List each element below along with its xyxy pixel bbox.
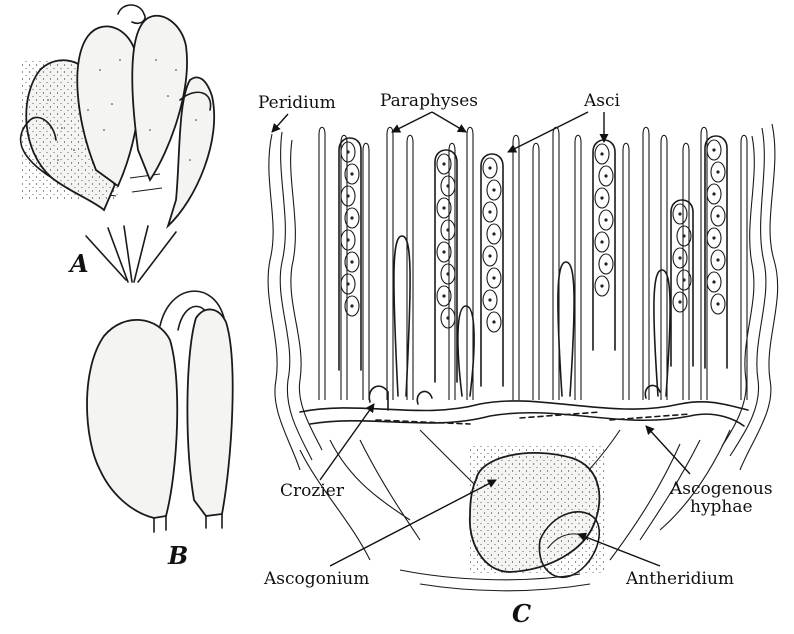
- ascospore-nucleus: [492, 232, 495, 235]
- pointer-peridium: [272, 114, 288, 132]
- paraphysis: [701, 127, 707, 400]
- ascospore-nucleus: [604, 218, 607, 221]
- ascospore-nucleus: [488, 166, 491, 169]
- paraphysis: [533, 143, 539, 400]
- ascospore-nucleus: [716, 302, 719, 305]
- label-antheridium: Antheridium: [625, 569, 734, 589]
- pointer-asci-left: [508, 112, 588, 152]
- ascus: [481, 154, 503, 386]
- ascospore-nucleus: [600, 284, 603, 287]
- panel-label-c: C: [512, 599, 531, 628]
- ascospore-nucleus: [600, 240, 603, 243]
- swollen-paraphysis: [654, 270, 670, 396]
- ascospore-nucleus: [346, 150, 349, 153]
- ascospore-nucleus: [682, 278, 685, 281]
- ascospore-nucleus: [600, 152, 603, 155]
- ascospore-nucleus: [346, 238, 349, 241]
- paraphyses-group: [319, 127, 747, 400]
- ascospore-nucleus: [712, 280, 715, 283]
- ascospore-nucleus: [442, 294, 445, 297]
- panel-a-drawing: A: [20, 5, 214, 282]
- paraphysis: [643, 127, 649, 400]
- pointer-ascogenous: [646, 426, 690, 474]
- paraphysis: [363, 143, 369, 400]
- ascospore-nucleus: [446, 228, 449, 231]
- label-paraphyses: Paraphyses: [380, 91, 478, 111]
- ascospore-nucleus: [492, 188, 495, 191]
- ascospore-nucleus: [716, 170, 719, 173]
- ascospore-nucleus: [678, 256, 681, 259]
- ascospore-nucleus: [350, 172, 353, 175]
- label-ascogenous-1: Ascogenous: [669, 479, 773, 499]
- ascospore-nucleus: [346, 282, 349, 285]
- panel-label-a: A: [68, 249, 89, 278]
- ascospore-nucleus: [716, 258, 719, 261]
- paraphysis: [513, 135, 519, 400]
- swollen-paraphysis: [558, 262, 574, 396]
- ascospore-nucleus: [712, 236, 715, 239]
- paraphysis: [553, 127, 559, 400]
- paraphysis: [319, 127, 325, 400]
- swollen-paraphysis: [458, 306, 474, 396]
- ascus: [671, 200, 693, 366]
- label-asci: Asci: [583, 91, 621, 111]
- paraphysis: [387, 127, 393, 400]
- ascospore-nucleus: [442, 162, 445, 165]
- ascospore-nucleus: [712, 192, 715, 195]
- label-ascogenous-2: hyphae: [690, 497, 753, 517]
- ascospore-nucleus: [716, 214, 719, 217]
- ascospore-nucleus: [346, 194, 349, 197]
- ascospore-nucleus: [350, 260, 353, 263]
- pointer-crozier: [320, 404, 374, 480]
- ascus: [435, 150, 457, 382]
- swollen-paraphysis: [394, 236, 410, 396]
- ascospore-nucleus: [442, 206, 445, 209]
- ascus: [705, 136, 727, 368]
- pointer-paraphyses-right: [432, 112, 466, 132]
- ascospore-nucleus: [600, 196, 603, 199]
- ascospore-nucleus: [446, 272, 449, 275]
- pointer-paraphyses-left: [392, 112, 432, 132]
- ascospore-nucleus: [604, 174, 607, 177]
- ascospore-nucleus: [678, 212, 681, 215]
- label-peridium: Peridium: [258, 93, 336, 113]
- ascospore-nucleus: [492, 320, 495, 323]
- ascospore-nucleus: [446, 316, 449, 319]
- ascospore-nucleus: [682, 234, 685, 237]
- ascospore-nucleus: [488, 254, 491, 257]
- panel-b-drawing: B: [87, 291, 233, 570]
- label-crozier: Crozier: [280, 481, 345, 501]
- panel-label-b: B: [167, 541, 188, 570]
- ascospore-nucleus: [488, 298, 491, 301]
- label-ascogonium: Ascogonium: [263, 569, 369, 589]
- ascospore-nucleus: [350, 304, 353, 307]
- paraphysis: [661, 135, 667, 400]
- paraphysis: [623, 143, 629, 400]
- ascospore-nucleus: [446, 184, 449, 187]
- ascospore-nucleus: [350, 216, 353, 219]
- ascospore-nucleus: [712, 148, 715, 151]
- ascospore-nucleus: [442, 250, 445, 253]
- paraphysis: [575, 135, 581, 400]
- paraphysis: [741, 135, 747, 400]
- ascospore-nucleus: [604, 262, 607, 265]
- paraphysis: [467, 127, 473, 400]
- ascospore-nucleus: [678, 300, 681, 303]
- ascus: [339, 138, 361, 370]
- ascospore-nucleus: [492, 276, 495, 279]
- ascospore-nucleus: [488, 210, 491, 213]
- panel-c-drawing: [268, 124, 778, 591]
